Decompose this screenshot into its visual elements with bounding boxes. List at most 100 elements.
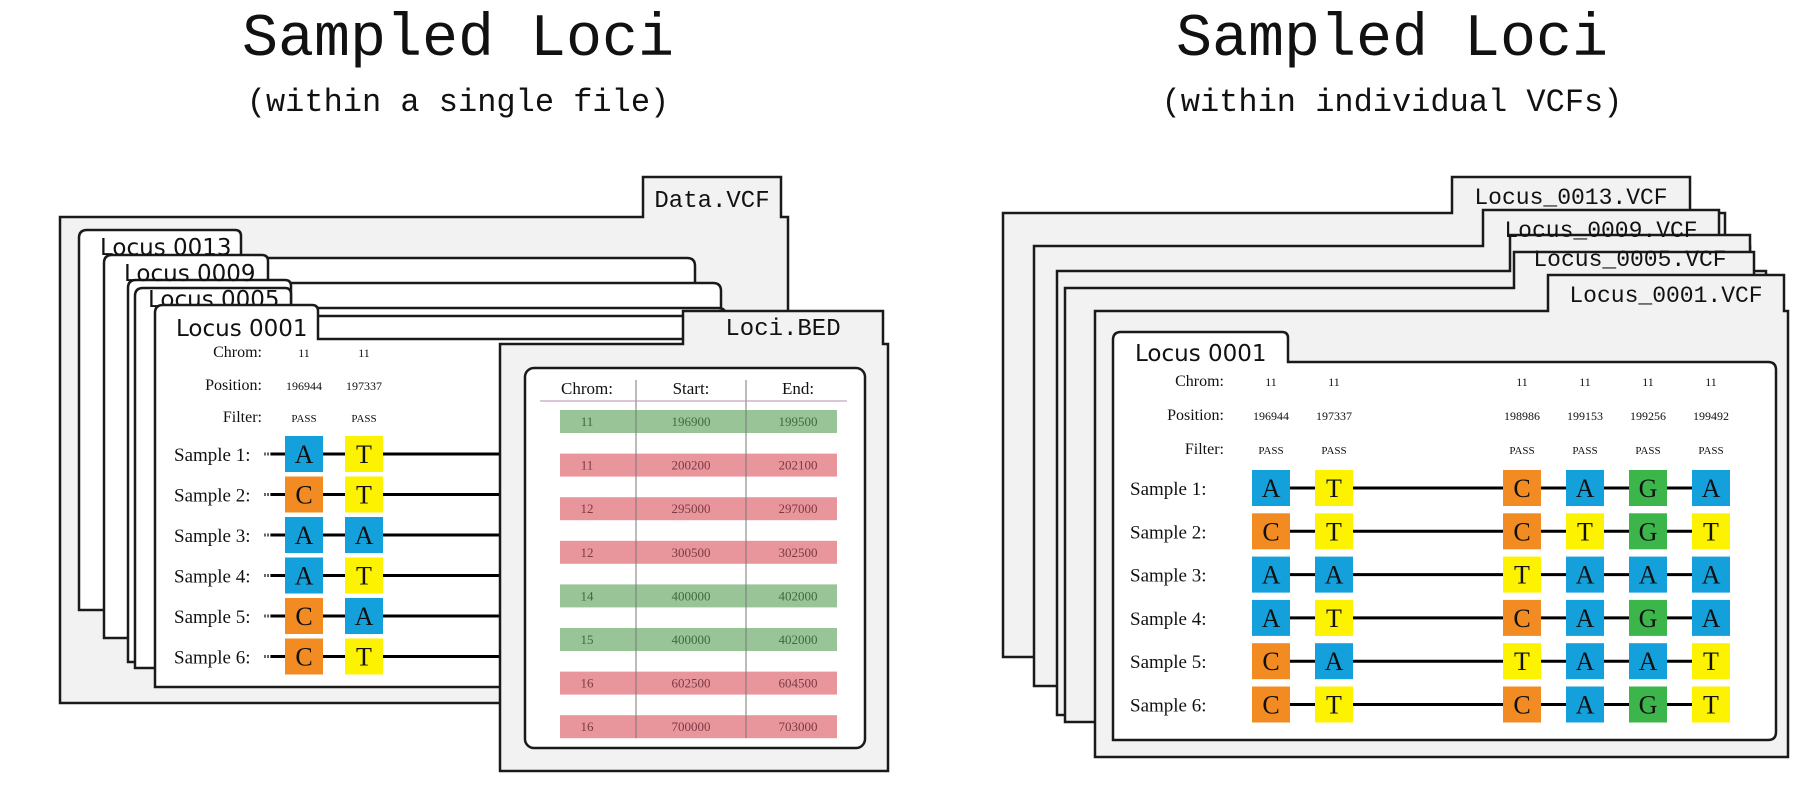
base-cell bbox=[1566, 599, 1604, 636]
base: T bbox=[1326, 517, 1342, 546]
base-cell bbox=[1692, 643, 1730, 680]
base-cell bbox=[1503, 470, 1541, 506]
base-cell bbox=[1629, 513, 1667, 550]
vcf-file-label: Locus_0009.VCF bbox=[1504, 218, 1697, 244]
chrom-value: 11 bbox=[1516, 375, 1528, 389]
base: T bbox=[1514, 647, 1530, 676]
bed-row bbox=[560, 410, 837, 433]
base-cell bbox=[1566, 643, 1604, 680]
position-label: Position: bbox=[205, 377, 262, 394]
sample-label: Sample 5: bbox=[1130, 652, 1207, 673]
locus-tab-label: Locus 0009 bbox=[124, 261, 256, 287]
base-cell bbox=[1692, 513, 1730, 550]
position-value: 199153 bbox=[1567, 409, 1603, 423]
base: T bbox=[356, 440, 372, 469]
base: G bbox=[1639, 474, 1658, 503]
vcf-file-label: Locus_0001.VCF bbox=[1569, 283, 1762, 309]
filter-value: PASS bbox=[1509, 445, 1534, 457]
base-cell bbox=[1503, 599, 1541, 636]
bed-start: 196900 bbox=[672, 414, 711, 429]
base: T bbox=[1514, 561, 1530, 590]
bed-header: Chrom: bbox=[561, 379, 613, 398]
base: A bbox=[1262, 561, 1281, 590]
chrom-value: 11 bbox=[1328, 375, 1340, 389]
bed-header: Start: bbox=[673, 379, 710, 398]
base-cell bbox=[1629, 470, 1667, 506]
base: A bbox=[1576, 604, 1595, 633]
base: G bbox=[1639, 517, 1658, 546]
bed-chrom: 16 bbox=[581, 719, 595, 734]
locus-tab-label-front: Locus 0001 bbox=[176, 316, 308, 342]
bed-end: 297000 bbox=[779, 501, 818, 516]
base-cell bbox=[1252, 470, 1290, 506]
base-cell bbox=[1252, 686, 1290, 723]
base-cell bbox=[1692, 599, 1730, 636]
sample-label: Sample 2: bbox=[1130, 522, 1207, 543]
base: C bbox=[1262, 691, 1279, 720]
bed-end: 302500 bbox=[779, 545, 818, 560]
chrom-value: 11 bbox=[1265, 375, 1277, 389]
base: C bbox=[1513, 474, 1530, 503]
base: A bbox=[295, 521, 314, 550]
base-cell bbox=[1315, 556, 1353, 593]
base: A bbox=[1702, 561, 1721, 590]
base: T bbox=[1577, 517, 1593, 546]
chrom-label: Chrom: bbox=[1175, 373, 1224, 390]
position-value: 196944 bbox=[286, 379, 322, 393]
vcf-file-label: Locus_0013.VCF bbox=[1474, 185, 1667, 211]
base-cell bbox=[285, 598, 323, 634]
base-cell bbox=[1315, 470, 1353, 506]
base: T bbox=[356, 643, 372, 672]
base-cell bbox=[285, 476, 323, 513]
bed-row bbox=[560, 628, 837, 651]
bed-chrom: 14 bbox=[581, 588, 595, 603]
right-title: Sampled Loci bbox=[1176, 6, 1608, 74]
base-cell bbox=[1692, 470, 1730, 506]
base-cell bbox=[1629, 643, 1667, 680]
chrom-value: 11 bbox=[1705, 375, 1717, 389]
position-value: 197337 bbox=[346, 379, 382, 393]
position-value: 199492 bbox=[1693, 409, 1729, 423]
filter-value: PASS bbox=[1321, 445, 1346, 457]
base: A bbox=[1576, 647, 1595, 676]
base-cell bbox=[1503, 643, 1541, 680]
base: A bbox=[295, 562, 314, 591]
base: C bbox=[295, 643, 312, 672]
filter-label: Filter: bbox=[1185, 441, 1224, 458]
locus-tab-label-right: Locus 0001 bbox=[1135, 341, 1267, 367]
sample-label: Sample 4: bbox=[174, 567, 251, 588]
filter-value: PASS bbox=[1572, 445, 1597, 457]
base-cell bbox=[1503, 513, 1541, 550]
position-value: 199256 bbox=[1630, 409, 1666, 423]
base: C bbox=[1513, 604, 1530, 633]
data-vcf-label: Data.VCF bbox=[654, 188, 769, 215]
bed-end: 202100 bbox=[779, 458, 818, 473]
base: A bbox=[1702, 474, 1721, 503]
base-cell bbox=[1503, 686, 1541, 723]
base-cell bbox=[1252, 599, 1290, 636]
base: C bbox=[1262, 647, 1279, 676]
base-cell bbox=[345, 517, 383, 553]
base: A bbox=[1702, 604, 1721, 633]
bed-row bbox=[560, 453, 837, 477]
filter-value: PASS bbox=[1258, 445, 1283, 457]
base: A bbox=[355, 602, 374, 631]
base: G bbox=[1639, 691, 1658, 720]
base-cell bbox=[1503, 556, 1541, 593]
base-cell bbox=[1566, 470, 1604, 506]
base: A bbox=[1262, 604, 1281, 633]
bed-chrom: 11 bbox=[581, 414, 594, 429]
bed-row bbox=[560, 584, 837, 608]
filter-label: Filter: bbox=[223, 409, 262, 426]
base-cell bbox=[345, 557, 383, 594]
bed-start: 700000 bbox=[672, 719, 711, 734]
base-cell bbox=[285, 436, 323, 472]
filter-value: PASS bbox=[351, 413, 376, 425]
base: T bbox=[1703, 647, 1719, 676]
base: G bbox=[1639, 604, 1658, 633]
bed-header: End: bbox=[782, 379, 814, 398]
locus-card-right bbox=[1111, 330, 1778, 742]
bed-start: 300500 bbox=[672, 545, 711, 560]
base: A bbox=[295, 440, 314, 469]
